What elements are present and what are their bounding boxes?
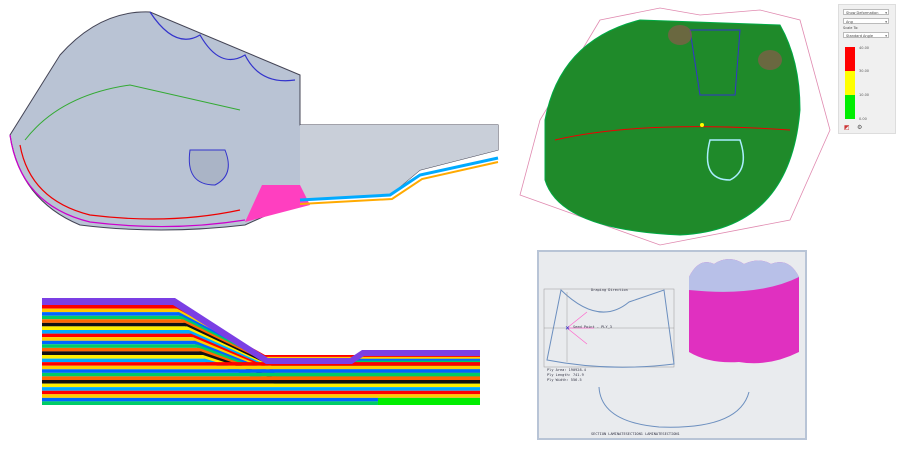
ply-layer: [42, 369, 480, 373]
color-palette-icon[interactable]: ◩: [844, 124, 850, 131]
legend-green: [845, 95, 855, 119]
scale-select[interactable]: Standard Angle: [843, 32, 889, 39]
ply-layer: [42, 362, 480, 366]
drape-simulation-view[interactable]: [0, 0, 900, 250]
ply-length: Ply Length: 741.9: [547, 373, 584, 377]
legend-tick: 40.00: [859, 46, 870, 50]
legend-yellow: [845, 71, 855, 95]
ply-layer: [42, 376, 480, 380]
legend-tick: 0.00: [859, 117, 867, 121]
core-layer: [378, 398, 480, 405]
deformation-legend-panel: Show Deformation Ang Scale To: Standard …: [838, 4, 896, 134]
ply-layer: [42, 326, 480, 370]
draping-direction-label: Draping Direction: [591, 288, 628, 292]
ply-layer: [42, 401, 480, 405]
legend-red: [845, 47, 855, 71]
scale-label: Scale To:: [843, 26, 859, 30]
ply-layer: [42, 372, 480, 377]
ply-layer: [42, 365, 480, 370]
deformation-mode-select[interactable]: Show Deformation: [843, 9, 889, 16]
settings-icon[interactable]: ⚙: [857, 124, 863, 131]
seed-point-label: Seed Point - PLY_3: [573, 325, 612, 329]
laminate-shell-3d-view[interactable]: [0, 0, 500, 240]
ply-layer: [42, 397, 480, 402]
ply-width: Ply Width: 556.5: [547, 378, 582, 382]
ply-layer: [42, 387, 480, 391]
ply-layer: [42, 394, 480, 398]
seed-point-icon[interactable]: ✕: [565, 325, 570, 332]
flat-pattern-view[interactable]: ✕ Draping Direction Seed Point - PLY_3 P…: [537, 250, 807, 440]
ply-layer-top: [42, 298, 480, 364]
section-label: SECTION LAMINATESECTION1 LAMINATESECTION…: [591, 432, 680, 436]
ply-area: Ply Area: 190928.4: [547, 368, 586, 372]
legend-tick: 10.00: [859, 93, 870, 97]
legend-tick: 30.00: [859, 69, 870, 73]
deformation-type-select[interactable]: Ang: [843, 18, 889, 25]
ply-layer: [42, 390, 480, 395]
ply-layer: [42, 383, 480, 388]
ply-layer: [42, 380, 480, 384]
